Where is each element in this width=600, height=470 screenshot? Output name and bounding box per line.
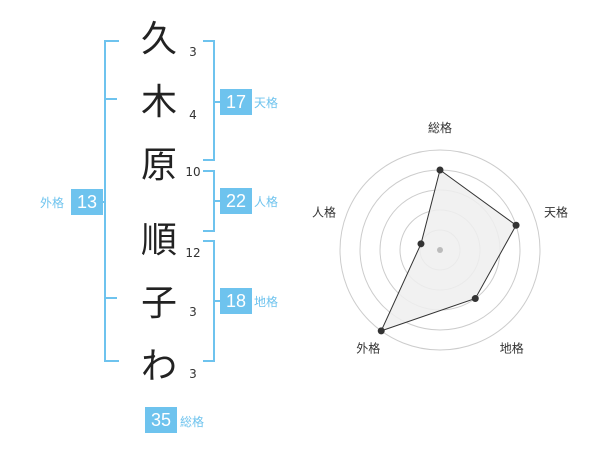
soukaku-value: 35 bbox=[145, 407, 177, 433]
name-char: 木 bbox=[140, 82, 177, 123]
radar-point bbox=[377, 327, 385, 335]
gaikaku-label: 外格 bbox=[40, 196, 65, 210]
name-char: 原 bbox=[140, 145, 177, 186]
radar-point bbox=[436, 166, 444, 174]
stroke-count: 12 bbox=[185, 246, 201, 260]
jinkaku-label: 人格 bbox=[254, 195, 279, 209]
gaikaku-bracket-tick bbox=[104, 297, 117, 299]
radar-axis-label: 人格 bbox=[312, 204, 336, 219]
chikaku-connector bbox=[214, 300, 220, 302]
stroke-count: 4 bbox=[189, 108, 197, 122]
stroke-count: 3 bbox=[189, 45, 197, 59]
tenkaku-bracket bbox=[203, 40, 215, 161]
radar-center-point bbox=[437, 247, 443, 253]
radar-polygon bbox=[380, 169, 517, 332]
stroke-count: 3 bbox=[189, 305, 197, 319]
tenkaku-label: 天格 bbox=[254, 96, 279, 110]
soukaku-label: 総格 bbox=[180, 415, 205, 429]
tenkaku-connector bbox=[214, 101, 220, 103]
gaikaku-bracket bbox=[104, 40, 119, 362]
name-char: わ bbox=[140, 346, 177, 387]
gaikaku-bracket-tick bbox=[104, 98, 117, 100]
name-char: 久 bbox=[140, 19, 177, 60]
stroke-count: 10 bbox=[185, 165, 201, 179]
radar-axis-label: 地格 bbox=[500, 341, 524, 356]
radar-point bbox=[417, 240, 425, 248]
gaikaku-value: 13 bbox=[71, 189, 103, 215]
jinkaku-value: 22 bbox=[220, 188, 252, 214]
chikaku-label: 地格 bbox=[254, 295, 279, 309]
chikaku-value: 18 bbox=[220, 288, 252, 314]
name-char: 順 bbox=[140, 220, 177, 261]
radar-point bbox=[512, 221, 520, 229]
jinkaku-connector bbox=[214, 200, 220, 202]
radar-axis-label: 総格 bbox=[428, 120, 452, 135]
radar-axis-label: 外格 bbox=[356, 341, 380, 356]
radar-axis-label: 天格 bbox=[544, 204, 568, 219]
radar-point bbox=[471, 295, 479, 303]
name-char: 子 bbox=[140, 283, 177, 324]
stroke-count: 3 bbox=[189, 367, 197, 381]
radar-ring bbox=[339, 149, 541, 351]
tenkaku-value: 17 bbox=[220, 89, 252, 115]
